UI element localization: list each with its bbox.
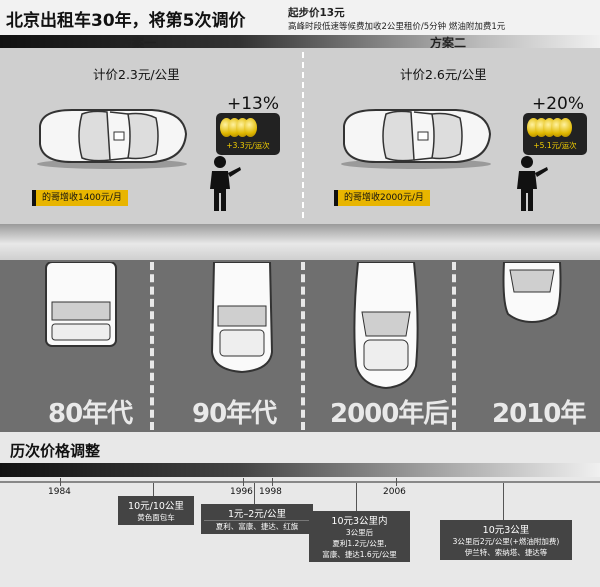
road-curb: [0, 224, 600, 260]
van-top-view-icon: [45, 262, 117, 347]
event-connector: [254, 483, 255, 504]
event-price: 1元–2元/公里: [204, 506, 310, 521]
header-bar: [0, 35, 600, 48]
lane-marking: [150, 262, 154, 430]
plan-two-label: 方案二: [430, 36, 467, 50]
event-vehicle: 夏利、富康、捷达、红旗: [215, 522, 299, 531]
event-vehicle: 伊兰特、索纳塔、捷达等: [464, 548, 548, 557]
plan-one-increase: +13%: [227, 94, 280, 114]
history-event-1996: 1元–2元/公里 夏利、富康、捷达、红旗: [201, 504, 313, 534]
plan-one-price: 计价2.3元/公里: [93, 67, 180, 82]
history-event-1998: 10元3公里内 3公里后 夏利1.2元/公里, 富康、捷达1.6元/公里: [309, 511, 410, 562]
timeline-tick: [60, 478, 61, 486]
year-label: 1998: [259, 487, 282, 497]
event-connector: [356, 483, 357, 511]
event-price: 10元3公里内: [331, 516, 388, 527]
decade-label: 80年代: [48, 399, 133, 429]
year-label: 2006: [383, 487, 406, 497]
plan-one-label: 方案一: [120, 36, 157, 50]
taxi-car-icon: [341, 109, 492, 169]
taxi-car-icon: [37, 109, 188, 169]
lane-marking: [452, 262, 456, 430]
sedan-top-view-icon: [210, 262, 274, 374]
hailing-person-icon: [210, 156, 241, 211]
plan-one-driver-income: 的哥增收1400元/月: [32, 190, 128, 206]
plan-divider: [302, 52, 304, 218]
timeline: [0, 481, 600, 483]
hailing-person-icon: [517, 156, 548, 211]
sedan-top-view-icon: [502, 262, 562, 324]
history-event-2006: 10元3公里 3公里后2元/公里(+燃油附加费) 伊兰特、索纳塔、捷达等: [440, 520, 572, 560]
event-vehicle: 黄色面包车: [137, 513, 175, 522]
decade-label: 2000年后: [330, 399, 449, 429]
event-connector: [503, 483, 504, 520]
event-detail: 3公里后2元/公里(+燃油附加费): [452, 537, 560, 546]
timeline-tick: [272, 478, 273, 486]
fee-note: 高峰时段低速等候费加收2公里租价/5分钟 燃油附加费1元: [288, 22, 506, 32]
plan-one-fare-increase: +3.3元/运次: [226, 141, 270, 150]
fare-coin-box: +5.1元/运次: [523, 113, 587, 155]
plan-two-increase: +20%: [532, 94, 585, 114]
year-label: 1984: [48, 487, 71, 497]
event-connector: [153, 483, 154, 496]
lane-marking: [301, 262, 305, 430]
page-title: 北京出租车30年，将第5次调价: [6, 11, 246, 31]
event-detail: 3公里后: [345, 528, 374, 537]
history-title: 历次价格调整: [10, 442, 101, 460]
event-detail: 富康、捷达1.6元/公里: [322, 550, 397, 559]
plan-two-driver-income: 的哥增收2000元/月: [334, 190, 430, 206]
sedan-top-view-icon: [353, 262, 419, 390]
history-event-1984: 10元/10公里 黄色面包车: [118, 496, 194, 525]
history-bar: [0, 463, 600, 477]
event-price: 10元/10公里: [128, 501, 184, 512]
timeline-tick: [396, 478, 397, 486]
event-detail: 夏利1.2元/公里,: [332, 539, 387, 548]
start-price: 起步价13元: [288, 7, 345, 19]
plan-two-fare-increase: +5.1元/运次: [533, 141, 577, 150]
fare-coin-box: +3.3元/运次: [216, 113, 280, 155]
decade-label: 90年代: [192, 399, 277, 429]
event-price: 10元3公里: [482, 525, 530, 536]
timeline-tick: [243, 478, 244, 486]
year-label: 1996: [230, 487, 253, 497]
plan-two-price: 计价2.6元/公里: [400, 67, 487, 82]
